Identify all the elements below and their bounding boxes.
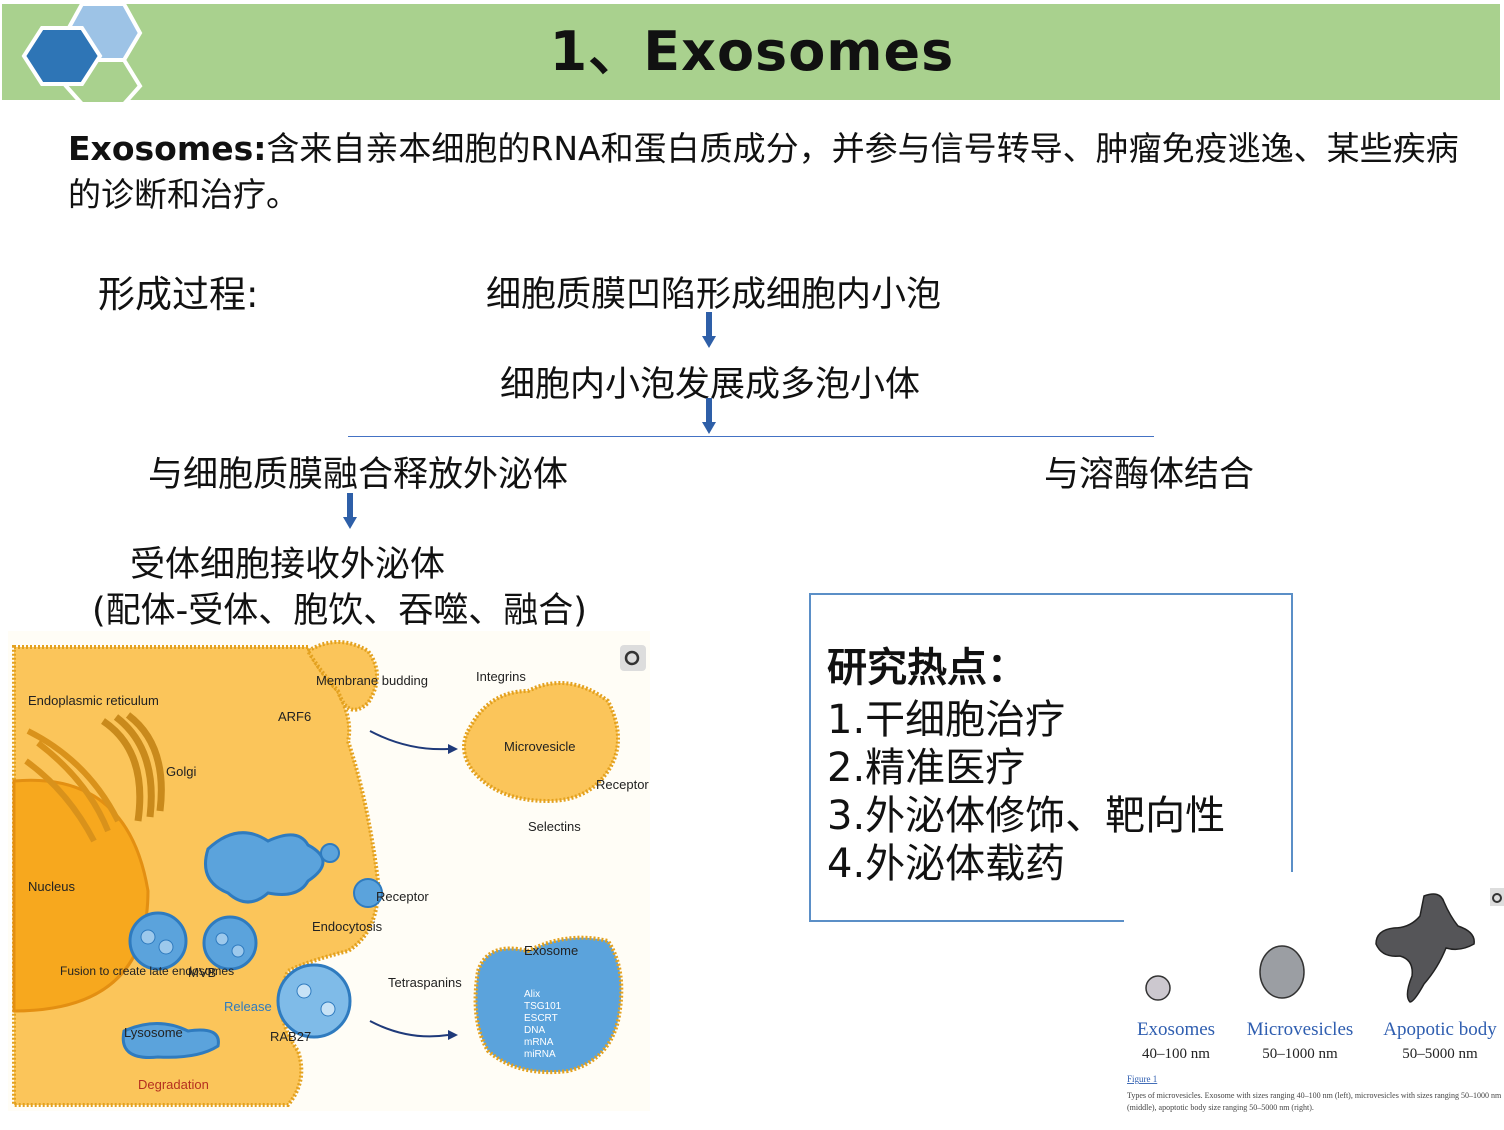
type-name-microvesicles: Microvesicles (1247, 1019, 1354, 1040)
page-title: 1、Exosomes (549, 20, 955, 83)
process-branch-left: 与细胞质膜融合释放外泌体 (148, 455, 569, 495)
cargo-label: Alix (524, 989, 540, 1000)
label-tetraspanins: Tetraspanins (388, 975, 462, 990)
process-label: 形成过程: (98, 273, 259, 316)
hotspot-item: 3.外泌体修饰、靶向性 (827, 793, 1226, 839)
label-endocytosis: Endocytosis (312, 919, 383, 934)
process-step-4-detail: (配体-受体、胞饮、吞噬、融合) (92, 591, 587, 631)
exosome-biogenesis-figure: Endoplasmic reticulum Golgi Nucleus Memb… (8, 631, 650, 1111)
label-degradation: Degradation (138, 1077, 209, 1092)
label-golgi: Golgi (166, 764, 196, 779)
intro-paragraph: Exosomes:含来自亲本细胞的RNA和蛋白质成分，并参与信号转导、肿瘤免疫逃… (68, 126, 1468, 218)
cargo-label: DNA (524, 1025, 545, 1036)
label-exosome: Exosome (524, 943, 578, 958)
type-name-exosomes: Exosomes (1137, 1019, 1215, 1040)
branch-divider (348, 436, 1154, 437)
label-membrane-budding: Membrane budding (316, 673, 428, 688)
hotspots-title: 研究热点： (827, 645, 1027, 691)
type-size-apoptotic: 50–5000 nm (1402, 1046, 1478, 1062)
cargo-label: miRNA (524, 1049, 556, 1060)
cargo-label: ESCRT (524, 1013, 558, 1024)
figure-caption: Types of microvesicles. Exosome with siz… (1127, 1091, 1502, 1112)
microvesicle-types-figure: Exosomes 40–100 nm Microvesicles 50–1000… (1124, 872, 1504, 1122)
label-receptor-1: Receptor (596, 777, 649, 792)
title-bar (2, 4, 1500, 100)
intro-text: 含来自亲本细胞的RNA和蛋白质成分，并参与信号转导、肿瘤免疫逃逸、某些疾病的诊断… (68, 129, 1459, 214)
cargo-label: TSG101 (524, 1001, 562, 1012)
label-lysosome: Lysosome (124, 1025, 183, 1040)
label-fusion: Fusion to create late endosomes (60, 964, 234, 978)
hotspot-item: 4.外泌体载药 (827, 841, 1066, 887)
label-release: Release (224, 999, 272, 1014)
cargo-label: mRNA (524, 1037, 554, 1048)
type-size-microvesicles: 50–1000 nm (1262, 1046, 1338, 1062)
label-microvesicle: Microvesicle (504, 739, 576, 754)
hotspot-item: 2.精准医疗 (827, 745, 1026, 791)
down-arrow-icon (702, 398, 716, 434)
down-arrow-icon (343, 493, 357, 529)
label-er: Endoplasmic reticulum (28, 693, 159, 708)
down-arrow-icon (702, 312, 716, 348)
hotspot-item: 1.干细胞治疗 (827, 697, 1066, 743)
process-branch-right: 与溶酶体结合 (1044, 455, 1255, 495)
hotspots-box: 研究热点： 1.干细胞治疗 2.精准医疗 3.外泌体修饰、靶向性 4.外泌体载药 (809, 593, 1293, 922)
type-name-apoptotic: Apopotic body (1383, 1019, 1497, 1040)
hexagon-logo-icon (21, 2, 143, 104)
label-integrins: Integrins (476, 669, 526, 684)
label-mvb: MVB (188, 965, 216, 980)
label-selectins: Selectins (528, 819, 581, 834)
label-nucleus: Nucleus (28, 879, 75, 894)
label-receptor-2: Receptor (376, 889, 429, 904)
figure-link[interactable]: Figure 1 (1127, 1074, 1157, 1084)
label-arf6: ARF6 (278, 709, 311, 724)
process-step-1: 细胞质膜凹陷形成细胞内小泡 (486, 275, 942, 315)
label-rab27: RAB27 (270, 1029, 311, 1044)
intro-term: Exosomes: (68, 129, 267, 168)
process-step-4: 受体细胞接收外泌体 (130, 545, 446, 585)
type-size-exosomes: 40–100 nm (1142, 1046, 1210, 1062)
